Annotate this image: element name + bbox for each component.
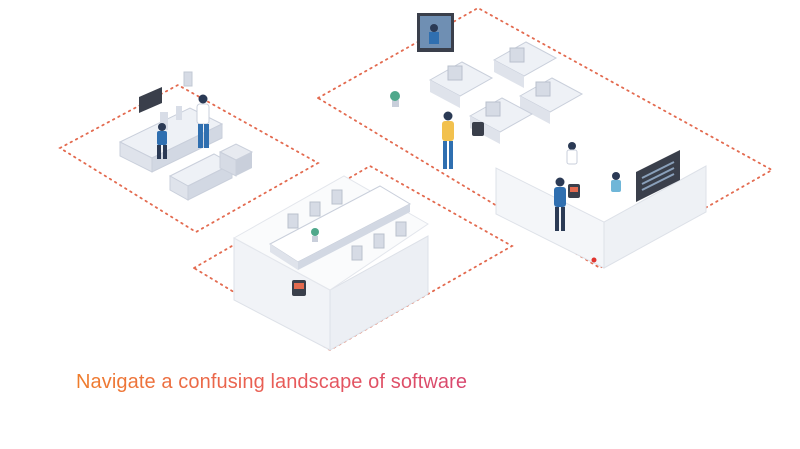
zone-lab-border xyxy=(58,83,320,234)
tablet-kiosk-icon xyxy=(472,122,484,136)
wall-dashboard-icon xyxy=(636,150,680,202)
location-dot-icon xyxy=(591,257,597,263)
desk-pod-icon xyxy=(492,41,558,88)
person-icon xyxy=(566,142,578,165)
tablet-kiosk-icon xyxy=(568,184,580,198)
wall-monitor-icon xyxy=(139,87,162,113)
person-icon xyxy=(442,111,454,169)
chair-icon xyxy=(351,245,363,261)
lab-device-icon xyxy=(183,71,193,87)
zone-meeting-border xyxy=(192,164,514,352)
potted-plant-icon xyxy=(390,91,400,107)
chair-icon xyxy=(395,221,407,237)
person-icon xyxy=(611,172,621,192)
conference-table-icon xyxy=(269,185,412,270)
chair-icon xyxy=(373,233,385,249)
chair-icon xyxy=(309,201,321,217)
lab-cabinet-icon xyxy=(218,143,254,177)
caption-text: Navigate a confusing landscape of softwa… xyxy=(76,371,468,393)
person-icon xyxy=(196,94,210,148)
zone-meeting-room xyxy=(192,164,514,352)
tablet-kiosk-icon xyxy=(292,280,306,296)
person-icon xyxy=(554,177,566,231)
chair-icon xyxy=(287,213,299,229)
person-icon xyxy=(157,123,167,159)
desk-pod-icon xyxy=(518,77,584,124)
zone-office xyxy=(316,6,774,270)
potted-plant-icon xyxy=(311,228,319,242)
zone-lab xyxy=(58,71,320,234)
lab-bench-icon xyxy=(168,153,234,201)
chair-icon xyxy=(331,189,343,205)
video-screen-icon xyxy=(417,13,454,52)
desk-pod-icon xyxy=(428,61,494,108)
